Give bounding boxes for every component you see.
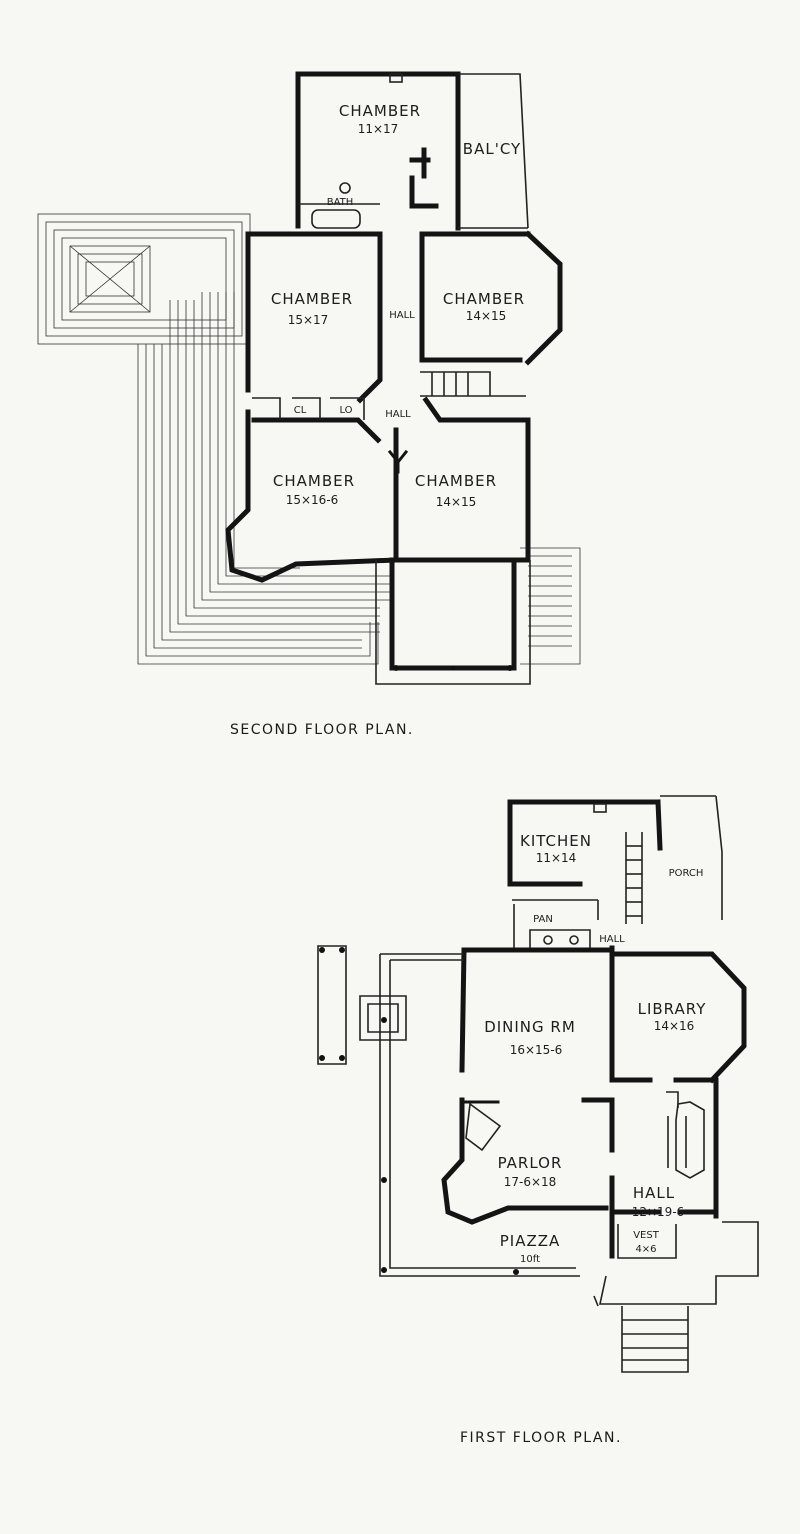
- label-back-hall: HALL: [599, 934, 625, 945]
- label-pantry: PAN: [533, 914, 553, 925]
- dim-vestibule: 4×6: [635, 1244, 656, 1255]
- label-kitchen: KITCHEN: [520, 832, 592, 850]
- label-vestibule: VEST: [633, 1230, 660, 1241]
- first-floor-walls: [317, 795, 759, 1373]
- second-floor-caption: SECOND FLOOR PLAN.: [230, 722, 414, 738]
- dim-chamber-14x15-upper: 14×15: [466, 309, 507, 323]
- second-floor-labels: CHAMBER 11×17 BAL'CY BATH CHAMBER 15×17 …: [271, 102, 525, 509]
- dim-chamber-15x16-6: 15×16-6: [286, 493, 339, 507]
- second-floor-walls: [225, 71, 563, 685]
- label-lower-hall: HALL: [385, 409, 411, 420]
- second-floor-plan: CHAMBER 11×17 BAL'CY BATH CHAMBER 15×17 …: [37, 71, 581, 685]
- dim-chamber-11x17: 11×17: [358, 122, 399, 136]
- dim-chamber-15x17: 15×17: [288, 313, 329, 327]
- first-floor-caption: FIRST FLOOR PLAN.: [460, 1430, 622, 1446]
- dim-piazza: 10ft: [520, 1254, 540, 1265]
- label-chamber-14x15-lower: CHAMBER: [415, 472, 497, 490]
- label-chamber-15x16-6: CHAMBER: [273, 472, 355, 490]
- label-front-hall: HALL: [633, 1184, 675, 1202]
- label-piazza: PIAZZA: [500, 1232, 561, 1250]
- label-library: LIBRARY: [638, 1000, 707, 1018]
- dim-parlor: 17-6×18: [504, 1175, 557, 1189]
- label-closet: CL: [294, 405, 307, 416]
- dim-library: 14×16: [654, 1019, 695, 1033]
- dim-chamber-14x15-lower: 14×15: [436, 495, 477, 509]
- label-linen: LO: [339, 405, 352, 416]
- label-bath: BATH: [327, 197, 354, 208]
- label-chamber-11x17: CHAMBER: [339, 102, 421, 120]
- label-upper-hall: HALL: [389, 310, 415, 321]
- label-balcony: BAL'CY: [463, 140, 521, 158]
- label-parlor: PARLOR: [498, 1154, 563, 1172]
- first-floor-labels: KITCHEN 11×14 PORCH PAN HALL DINING RM 1…: [484, 832, 707, 1265]
- dim-kitchen: 11×14: [536, 851, 577, 865]
- dim-front-hall: 12×19-6: [632, 1205, 685, 1219]
- roof-outline: [37, 213, 581, 665]
- dim-dining-room: 16×15-6: [510, 1043, 563, 1057]
- label-porch: PORCH: [669, 868, 704, 879]
- first-floor-plan: KITCHEN 11×14 PORCH PAN HALL DINING RM 1…: [317, 795, 759, 1373]
- label-dining-room: DINING RM: [484, 1018, 576, 1036]
- label-chamber-14x15-upper: CHAMBER: [443, 290, 525, 308]
- label-chamber-15x17: CHAMBER: [271, 290, 353, 308]
